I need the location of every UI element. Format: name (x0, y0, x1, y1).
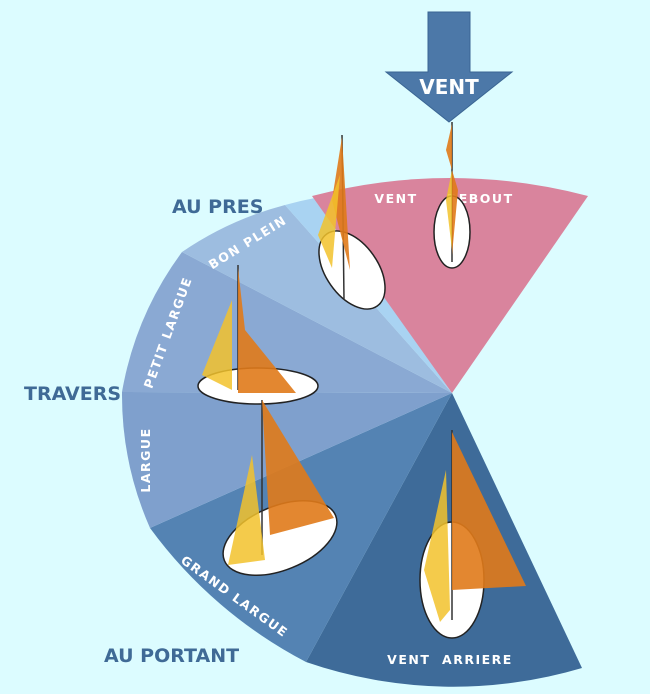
zone-label-largue: LARGUE (138, 427, 153, 492)
wind-arrow: VENT (384, 11, 514, 123)
zone-label-vent-arriere: VENT ARRIERE (387, 652, 513, 667)
boat-petit-largue (197, 265, 319, 405)
sector-vent-debout (312, 178, 588, 393)
category-label-au-portant: AU PORTANT (104, 645, 239, 667)
boat-vent-arriere (419, 430, 526, 639)
boat-vent-debout (433, 122, 471, 269)
category-label-travers: TRAVERS (24, 383, 121, 405)
boat-au-pres (318, 134, 386, 310)
sector-petit-largue (122, 252, 452, 393)
category-label-au-pres: AU PRES (172, 196, 263, 218)
zone-label-vent-debout: VENT DEBOUT (374, 191, 513, 206)
wind-label: VENT (419, 75, 479, 99)
boat-largue (222, 400, 338, 576)
sector-bon-plein (182, 205, 452, 393)
